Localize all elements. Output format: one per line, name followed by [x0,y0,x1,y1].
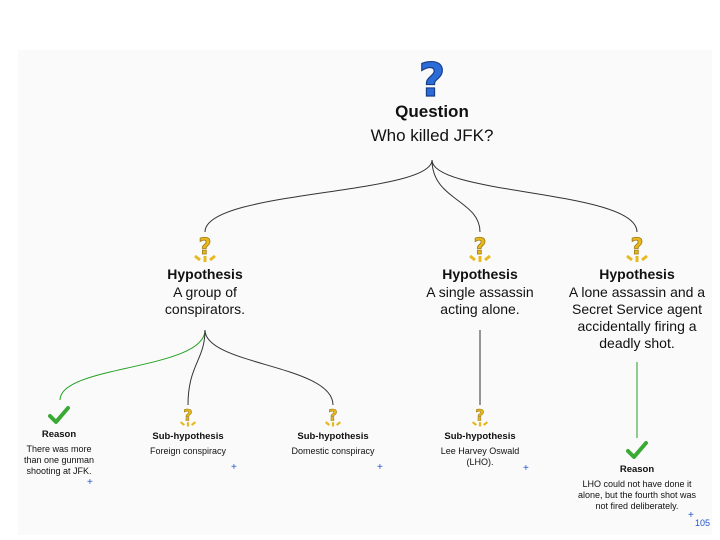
hypothesis-node-3[interactable]: ? Hypothesis A lone assassin and a Secre… [562,234,712,352]
link-h1-reason1 [59,329,206,401]
expand-button[interactable]: + [87,477,93,488]
svg-text:?: ? [419,58,446,102]
hypothesis-icon: ? [469,235,491,262]
link-q-h2 [431,159,481,233]
expand-button[interactable]: + [523,463,529,474]
sub-hypothesis-node-1[interactable]: ? Sub-hypothesis Foreign conspiracy [138,406,238,457]
hypothesis-text: A single assassin acting alone. [426,284,534,317]
hypothesis-title: Hypothesis [599,266,675,282]
question-text: Who killed JFK? [370,126,494,145]
sub-hypothesis-text: Lee Harvey Oswald (LHO). [440,446,520,467]
hypothesis-icon: ? [194,235,216,262]
hypothesis-text: A group of conspirators. [164,284,246,317]
reason-node-1[interactable]: Reason There was more than one gunman sh… [18,405,100,477]
svg-text:?: ? [183,406,192,425]
sub-hypothesis-title: Sub-hypothesis [152,431,224,442]
svg-text:?: ? [328,406,337,425]
check-icon [626,441,648,459]
reason-title: Reason [41,429,77,440]
check-icon [48,406,70,424]
link-q-h1 [204,159,433,233]
expand-button[interactable]: + [688,510,694,521]
question-node[interactable]: ? Question Who killed JFK? [342,58,522,146]
sub-hypothesis-text: Domestic conspiracy [291,446,375,456]
svg-text:?: ? [474,235,487,260]
question-title: Question [395,102,469,121]
reason-text: There was more than one gunman shooting … [23,444,95,476]
hypothesis-node-1[interactable]: ? Hypothesis A group of conspirators. [130,234,280,318]
map-canvas [18,50,712,535]
page-number: 105 [694,518,710,528]
sub-hypothesis-text: Foreign conspiracy [149,446,227,456]
hypothesis-node-2[interactable]: ? Hypothesis A single assassin acting al… [405,234,555,318]
link-h1-sub1 [187,329,206,406]
expand-button[interactable]: + [231,462,237,473]
reason-node-2[interactable]: Reason LHO could not have done it alone,… [572,440,702,512]
hypothesis-text: A lone assassin and a Secret Service age… [568,284,706,351]
hypothesis-icon: ? [179,406,197,427]
svg-text:?: ? [631,235,644,260]
reason-text: LHO could not have done it alone, but th… [577,479,697,511]
question-mark-icon: ? [418,58,446,102]
sub-hypothesis-title: Sub-hypothesis [444,431,516,442]
svg-text:?: ? [199,235,212,260]
link-q-h3 [431,159,638,233]
expand-button[interactable]: + [377,462,383,473]
hypothesis-icon: ? [324,406,342,427]
sub-hypothesis-node-2[interactable]: ? Sub-hypothesis Domestic conspiracy [278,406,388,457]
hypothesis-title: Hypothesis [442,266,518,282]
hypothesis-icon: ? [471,406,489,427]
sub-hypothesis-title: Sub-hypothesis [297,431,369,442]
sub-hypothesis-node-3[interactable]: ? Sub-hypothesis Lee Harvey Oswald (LHO)… [430,406,530,468]
hypothesis-title: Hypothesis [167,266,243,282]
link-h1-sub2 [204,329,334,406]
svg-text:?: ? [475,406,484,425]
hypothesis-icon: ? [626,235,648,262]
reason-title: Reason [619,464,655,475]
